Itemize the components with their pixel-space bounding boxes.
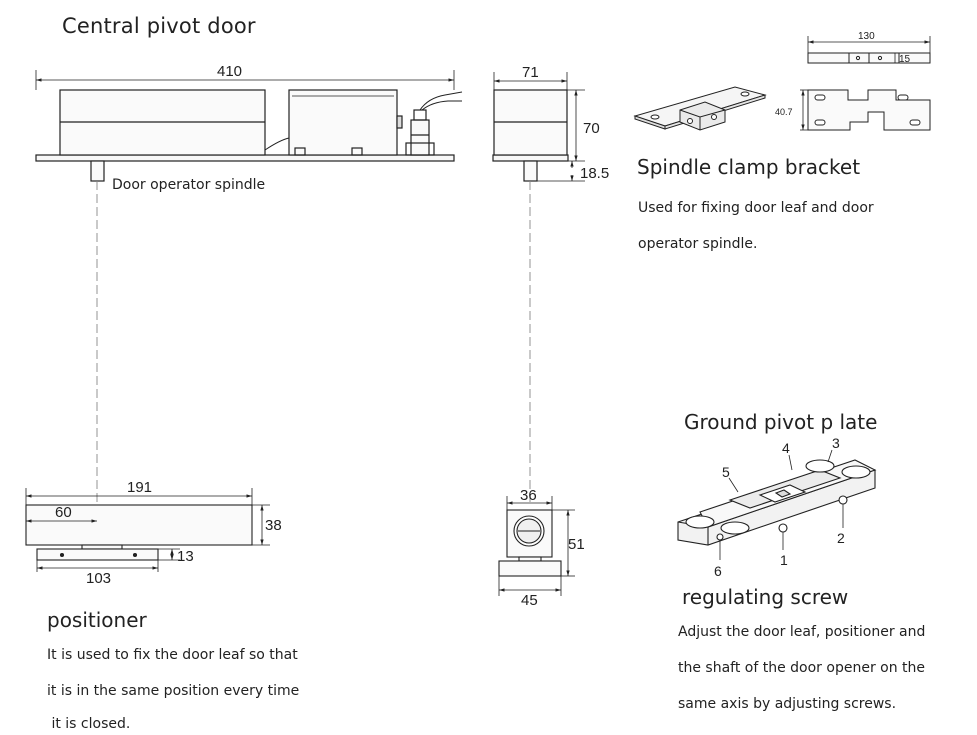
positioner-front-view: [25, 504, 253, 561]
dimension-410: [35, 70, 455, 90]
spindle-clamp-bracket-desc-1: Used for fixing door leaf and door: [638, 200, 874, 216]
dimension-71: [493, 72, 568, 90]
spindle-clamp-bracket-front-view: [800, 89, 931, 131]
callout-4: 4: [782, 440, 790, 456]
dim-label-130: 130: [858, 31, 875, 42]
spindle-clamp-bracket-3d: [633, 86, 767, 131]
positioner-desc-2: it is in the same position every time: [47, 683, 300, 699]
spindle-clamp-bracket-top-view: [807, 36, 931, 64]
dim-label-410: 410: [217, 63, 242, 80]
regulating-screw-title: regulating screw: [682, 585, 849, 609]
door-operator-side-view: [492, 89, 569, 182]
positioner-desc-1: It is used to fix the door leaf so that: [47, 647, 298, 663]
ground-pivot-plate-3d: [677, 459, 877, 546]
dim-label-36: 36: [520, 487, 537, 504]
regulating-screw-desc-3: same axis by adjusting screws.: [678, 696, 897, 712]
dim-label-15: 15: [899, 54, 911, 65]
regulating-screw-desc-2: the shaft of the door opener on the: [678, 660, 926, 676]
dim-label-51: 51: [568, 536, 585, 553]
ground-pivot-plate-title: Ground pivot p late: [684, 410, 878, 434]
dim-label-71: 71: [522, 64, 539, 81]
callout-5: 5: [722, 464, 730, 480]
positioner-side-view: [498, 509, 562, 577]
ground-pivot-plate-leaders: [719, 449, 844, 560]
dim-label-18-5: 18.5: [580, 165, 609, 182]
door-operator-spindle-label: Door operator spindle: [112, 177, 266, 193]
dim-label-13: 13: [177, 548, 194, 565]
positioner-side-dimensions: [498, 496, 575, 596]
regulating-screw-desc-1: Adjust the door leaf, positioner and: [678, 624, 926, 640]
spindle-clamp-bracket-title: Spindle clamp bracket: [637, 155, 861, 179]
callout-6: 6: [714, 563, 722, 579]
callout-1: 1: [780, 552, 788, 568]
dim-label-40-7: 40.7: [775, 107, 793, 117]
door-operator-front-view: [35, 89, 463, 182]
spindle-clamp-bracket-desc-2: operator spindle.: [638, 236, 758, 252]
dim-label-45: 45: [521, 592, 538, 609]
positioner-title: positioner: [47, 608, 147, 632]
dim-label-103: 103: [86, 570, 111, 587]
positioner-front-dimensions: [25, 488, 270, 572]
positioner-desc-3: it is closed.: [47, 716, 131, 732]
dim-label-191: 191: [127, 479, 152, 496]
callout-3: 3: [832, 435, 840, 451]
callout-2: 2: [837, 530, 845, 546]
dimension-18-5: [537, 161, 585, 182]
dim-label-38: 38: [265, 517, 282, 534]
dim-label-70: 70: [583, 120, 600, 137]
dim-label-60: 60: [55, 504, 72, 521]
central-pivot-door-title: Central pivot door: [62, 14, 256, 38]
